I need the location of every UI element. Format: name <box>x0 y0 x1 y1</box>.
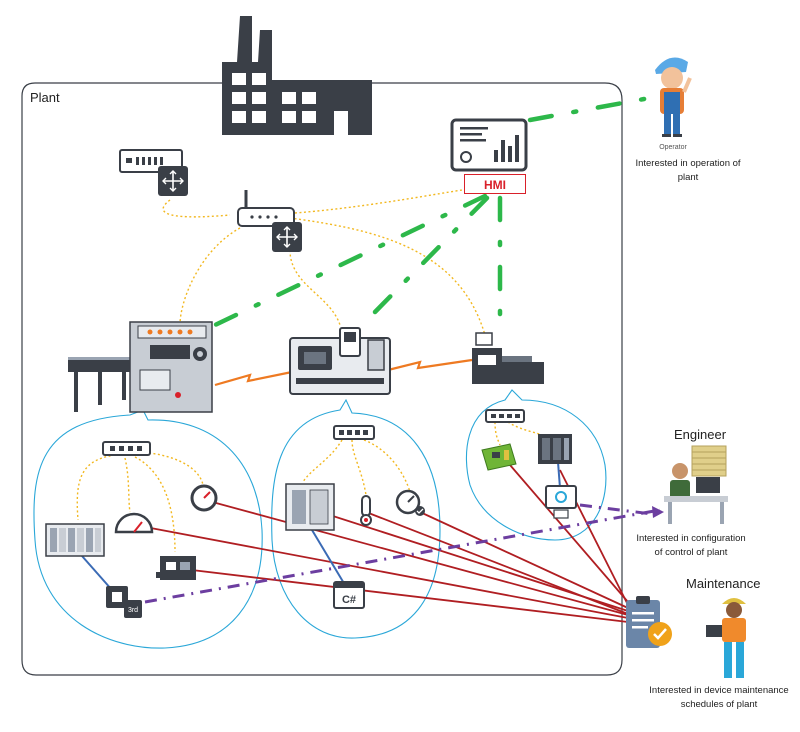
factory-icon <box>222 16 372 135</box>
code-window-text: C# <box>342 594 356 606</box>
third-party-module-icon <box>106 586 142 618</box>
pressure-gauge-icon <box>114 512 154 534</box>
bubble-right-devices <box>465 389 607 541</box>
router-badge-icon <box>158 166 188 196</box>
network-switch-icon <box>102 441 151 456</box>
plant-label: Plant <box>30 90 60 105</box>
thermometer-icon <box>360 495 372 526</box>
maintenance-links <box>139 464 629 623</box>
maintenance-clipboard-icon <box>626 596 672 648</box>
operator-figure-icon <box>655 57 692 137</box>
dial-gauge-icon <box>190 484 218 512</box>
device-bubbles <box>33 389 607 649</box>
operator-interest-note: Interested in operation of plant <box>635 158 741 183</box>
maintenance-title: Maintenance <box>686 576 761 591</box>
plant-boundary <box>21 82 623 676</box>
hmi-monitor-icon <box>450 118 528 172</box>
engineer-interest-note: Interested in configuration of control o… <box>636 533 746 558</box>
operator-caption: Operator <box>659 144 687 151</box>
plc-rack-icon <box>45 523 105 557</box>
config-monitor-icon <box>545 485 577 519</box>
third-party-module-text: 3rd <box>128 607 138 614</box>
maintenance-interest-note: Interested in device maintenance schedul… <box>649 685 789 710</box>
engineer-title: Engineer <box>674 427 727 442</box>
device-links <box>81 461 561 591</box>
network-switch-icon <box>485 409 525 423</box>
configuration-arrowhead <box>652 506 664 518</box>
router-badge-icon <box>272 222 302 252</box>
power-links <box>214 358 473 387</box>
configuration-links <box>144 503 661 604</box>
wireless-router-icon <box>237 190 295 227</box>
circuit-board-icon <box>156 556 196 580</box>
bubble-center-devices <box>271 398 441 639</box>
network-switch-icon <box>333 425 375 440</box>
gauge-check-icon <box>395 489 425 516</box>
controller-module-icon <box>285 483 335 531</box>
bubble-left-devices <box>33 409 263 649</box>
cnc-machine-icon <box>289 327 391 395</box>
code-window-icon <box>333 581 365 609</box>
maintenance-figure-icon <box>706 598 746 678</box>
compact-machine-icon <box>472 332 544 384</box>
engineer-figure-icon <box>664 445 728 524</box>
conveyor-machine-icon <box>68 321 213 413</box>
operation-links <box>212 94 658 338</box>
green-io-board-icon <box>481 443 517 471</box>
plc-cabinet-icon <box>538 434 572 464</box>
hmi-label: HMI <box>464 174 526 194</box>
